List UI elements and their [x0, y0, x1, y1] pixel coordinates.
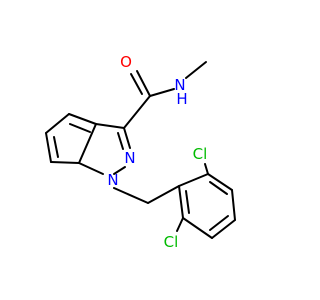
bond-c4-c4-inner — [69, 123, 91, 133]
bond-ch2-aryl — [147, 185, 180, 204]
bond-ar6-cl — [176, 217, 184, 232]
bond-ar2-cl — [204, 163, 209, 175]
bond-c5-c6 — [45, 132, 52, 163]
bond-c6-c7 — [50, 161, 80, 164]
bond-c3a-c7a — [78, 123, 97, 164]
bond-ar2-ar3 — [207, 173, 233, 191]
atom-label-oxygen: O — [120, 53, 132, 71]
bond-ar6-ar1 — [178, 185, 184, 219]
bond-carbonyl-double-2 — [130, 73, 143, 95]
bond-c5-c6-inner — [53, 136, 59, 158]
bond-c3-n2-b — [117, 132, 124, 150]
bond-lines — [45, 61, 236, 239]
atom-label-pyrazole-n2: N — [124, 149, 135, 167]
bond-carbonyl-double-1 — [136, 70, 151, 97]
bond-ar1-ar2 — [178, 173, 209, 187]
bond-n-carbonyl — [149, 88, 175, 97]
atom-label-pyrazole-n1: N — [107, 171, 118, 189]
bond-c3-n2-a — [123, 127, 131, 149]
bond-ar5-ar6 — [182, 217, 213, 239]
bond-ar4-ar5 — [211, 219, 236, 239]
bond-ar6-ar1-inner — [185, 190, 190, 214]
bond-n1-c7a — [78, 162, 104, 175]
bond-methyl-n — [185, 61, 207, 79]
bond-n2-n1 — [113, 166, 126, 175]
atom-label-chlorine-bottom: Cl — [164, 233, 179, 251]
atom-label-amide-hydrogen: H — [176, 90, 187, 108]
atom-labels: O N H N N Cl Cl — [107, 53, 207, 251]
bond-n1-ch2 — [113, 187, 149, 204]
bond-carbonyl-c3 — [123, 95, 151, 129]
atom-label-chlorine-top: Cl — [193, 145, 208, 163]
molecule-structure: O N H N N Cl Cl — [45, 53, 236, 251]
bond-ar2-ar3-inner — [209, 181, 228, 195]
atom-label-amide-nitrogen: N — [174, 76, 185, 94]
bond-c3a-c4 — [68, 113, 97, 125]
bond-c3-c3a — [95, 123, 125, 129]
bond-ar3-ar4 — [231, 189, 236, 221]
bond-ar4-ar5-inner — [209, 215, 229, 231]
bond-c4-c5 — [45, 113, 70, 134]
